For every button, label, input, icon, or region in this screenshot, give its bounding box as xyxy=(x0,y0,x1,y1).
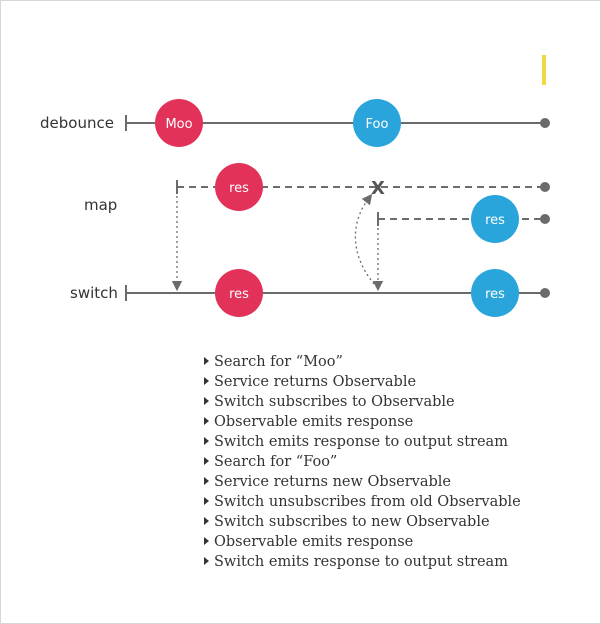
marble-diagram: debounce Moo Foo map res X res switch re… xyxy=(40,55,550,317)
step-item: Switch emits response to output stream xyxy=(204,552,521,572)
steps-list: Search for “Moo” Service returns Observa… xyxy=(204,352,521,572)
bullet-triangle-icon xyxy=(204,417,209,425)
marble-switch-res-2-label: res xyxy=(485,287,505,302)
marble-map-res-2: res xyxy=(471,195,519,243)
bullet-triangle-icon xyxy=(204,557,209,565)
step-item: Observable emits response xyxy=(204,532,521,552)
step-item: Service returns new Observable xyxy=(204,472,521,492)
debounce-end-dot xyxy=(540,118,550,128)
cancel-marker: X xyxy=(371,178,385,199)
accent-bar xyxy=(542,55,546,85)
marble-switch-res-1-label: res xyxy=(229,287,249,302)
step-item: Switch subscribes to Observable xyxy=(204,392,521,412)
step-item: Search for “Foo” xyxy=(204,452,521,472)
bullet-triangle-icon xyxy=(204,517,209,525)
bullet-triangle-icon xyxy=(204,497,209,505)
marble-map-res-1: res xyxy=(215,163,263,211)
marble-switch-res-1: res xyxy=(215,269,263,317)
bullet-triangle-icon xyxy=(204,357,209,365)
step-item: Switch emits response to output stream xyxy=(204,432,521,452)
switch-end-dot xyxy=(540,288,550,298)
marble-moo-label: Moo xyxy=(165,117,192,132)
marble-map-res-1-label: res xyxy=(229,181,249,196)
marble-foo: Foo xyxy=(353,99,401,147)
bullet-triangle-icon xyxy=(204,377,209,385)
switch-label: switch xyxy=(70,284,118,302)
marble-moo: Moo xyxy=(155,99,203,147)
bullet-triangle-icon xyxy=(204,437,209,445)
step-item: Observable emits response xyxy=(204,412,521,432)
bullet-triangle-icon xyxy=(204,537,209,545)
map-label: map xyxy=(84,196,117,214)
bullet-triangle-icon xyxy=(204,477,209,485)
step-item: Switch subscribes to new Observable xyxy=(204,512,521,532)
debounce-label: debounce xyxy=(40,114,114,132)
marble-switch-res-2: res xyxy=(471,269,519,317)
marble-map-res-2-label: res xyxy=(485,213,505,228)
bullet-triangle-icon xyxy=(204,457,209,465)
unsubscribe-arrow xyxy=(354,193,375,285)
marble-foo-label: Foo xyxy=(366,117,389,132)
step-item: Search for “Moo” xyxy=(204,352,521,372)
bullet-triangle-icon xyxy=(204,397,209,405)
step-item: Switch unsubscribes from old Observable xyxy=(204,492,521,512)
inner-observable-1-end-dot xyxy=(540,182,550,192)
step-item: Service returns Observable xyxy=(204,372,521,392)
inner-observable-2-end-dot xyxy=(540,214,550,224)
